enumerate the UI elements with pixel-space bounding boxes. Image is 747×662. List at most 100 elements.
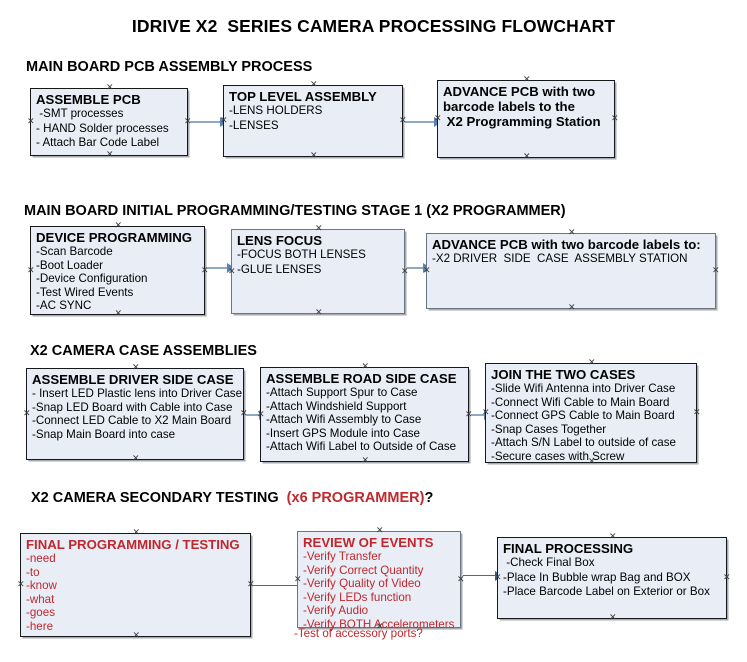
resize-handle-top[interactable] [568,230,575,237]
resize-handle-left[interactable] [482,410,489,417]
resize-handle-top[interactable] [133,530,140,537]
resize-handle-left[interactable] [17,582,24,589]
resize-handle-left[interactable] [294,577,301,584]
resize-handle-bottom[interactable] [588,459,595,466]
box-line: -goes [26,606,56,620]
section-heading-suffix: ? [424,490,434,506]
box-line: -Verify LEDs function [303,590,412,604]
resize-handle-left[interactable] [257,412,264,419]
resize-handle-left[interactable] [220,118,227,125]
resize-handle-top[interactable] [315,226,322,233]
box-line: - Insert LED Plastic lens into Driver Ca… [32,387,243,400]
resize-handle-bottom[interactable] [523,154,530,161]
box-line: -AC SYNC [36,299,92,313]
resize-handle-bottom[interactable] [315,310,322,317]
box-lens-focus[interactable]: LENS FOCUS -FOCUS BOTH LENSES -GLUE LENS… [231,229,405,314]
connector-final-programming-to-review [251,585,298,587]
box-assemble-driver-side-case[interactable]: ASSEMBLE DRIVER SIDE CASE - Insert LED P… [26,368,244,460]
box-line: -GLUE LENSES [237,262,322,276]
box-line: -Scan Barcode [36,245,113,258]
resize-handle-right[interactable] [693,410,700,417]
resize-handle-left[interactable] [23,411,30,418]
box-line: -Attach S/N Label to outside of case [491,436,676,450]
box-line: -FOCUS BOTH LENSES [237,248,366,261]
resize-handle-left[interactable] [27,119,34,126]
box-line: -Verify Transfer [303,550,382,563]
box-title: ASSEMBLE PCB [36,92,141,107]
resize-handle-top[interactable] [609,534,616,541]
box-line: -LENSES [229,118,279,132]
section-heading-secondary-testing: X2 CAMERA SECONDARY TESTING (x6 PROGRAMM… [31,490,433,506]
box-title: ASSEMBLE DRIVER SIDE CASE [32,372,234,387]
box-title: ASSEMBLE ROAD SIDE CASE [266,371,457,386]
section-heading-case-assemblies: X2 CAMERA CASE ASSEMBLIES [30,343,257,359]
box-final-processing[interactable]: FINAL PROCESSING -Check Final Box -Place… [497,537,727,619]
page-title: IDRIVE X2 SERIES CAMERA PROCESSING FLOWC… [131,16,616,36]
review-overflow-line: -Test of accessory ports? [294,627,423,640]
resize-handle-top[interactable] [588,360,595,367]
resize-handle-bottom[interactable] [310,153,317,160]
box-advance-pcb-programming-station[interactable]: ADVANCE PCB with two barcode labels to t… [437,80,615,158]
section-heading-initial-programming: MAIN BOARD INITIAL PROGRAMMING/TESTING S… [24,203,566,219]
section-heading-main-board-pcb: MAIN BOARD PCB ASSEMBLY PROCESS [26,59,313,75]
resize-handle-bottom[interactable] [115,311,122,318]
resize-handle-top[interactable] [115,223,122,230]
box-line: -Check Final Box [503,556,595,569]
resize-handle-right[interactable] [401,269,408,276]
box-line: -Attach Windshield Support [266,399,407,413]
box-title: JOIN THE TWO CASES [491,367,636,382]
box-line: -Attach Wifi Label to Outside of Case [266,440,457,454]
section-heading-text: X2 CAMERA SECONDARY TESTING [31,490,287,506]
resize-handle-top[interactable] [310,82,317,89]
box-line: -Slide Wifi Antenna into Driver Case [491,382,676,395]
resize-handle-top[interactable] [132,365,139,372]
connector-review-to-final-processing [463,570,503,581]
resize-handle-left[interactable] [423,268,430,275]
resize-handle-bottom[interactable] [568,305,575,312]
resize-handle-right[interactable] [611,116,618,123]
box-line: -Boot Loader [36,258,104,272]
box-line: -Snap Cases Together [491,422,607,436]
resize-handle-top[interactable] [106,85,113,92]
box-advance-pcb-driver-side[interactable]: ADVANCE PCB with two barcode labels to: … [426,233,716,309]
resize-handle-bottom[interactable] [609,615,616,622]
box-device-programming[interactable]: DEVICE PROGRAMMING -Scan Barcode -Boot L… [30,226,205,315]
resize-handle-left[interactable] [434,116,441,123]
resize-handle-bottom[interactable] [133,633,140,640]
box-line: -Connect LED Cable to X2 Main Board [32,414,232,428]
resize-handle-left[interactable] [27,268,34,275]
box-top-level-assembly[interactable]: TOP LEVEL ASSEMBLY -LENS HOLDERS -LENSES [223,85,403,157]
box-line: -Device Configuration [36,272,148,286]
box-line: -Snap Main Board into case [32,427,176,441]
box-line: -Secure cases with Screw [491,449,625,463]
box-title-line3: X2 Programming Station [443,114,601,129]
box-line: -know [26,579,57,593]
box-line: -what [26,592,55,606]
connector-lens-focus-to-advance-pcb-driver [407,263,431,273]
resize-handle-left[interactable] [494,575,501,582]
resize-handle-bottom[interactable] [106,152,113,159]
box-line: - HAND Solder processes [36,121,169,135]
resize-handle-top[interactable] [523,77,530,84]
box-title: FINAL PROGRAMMING / TESTING [26,537,240,552]
resize-handle-right[interactable] [457,577,464,584]
box-title: FINAL PROCESSING [503,541,634,556]
resize-handle-bottom[interactable] [132,456,139,463]
box-review-of-events[interactable]: REVIEW OF EVENTS -Verify Transfer -Verif… [294,528,464,631]
resize-handle-left[interactable] [228,269,235,276]
box-assemble-pcb[interactable]: ASSEMBLE PCB -SMT processes - HAND Solde… [30,88,188,156]
box-join-the-two-cases[interactable]: JOIN THE TWO CASES -Slide Wifi Antenna i… [485,363,697,463]
box-line: -Verify Correct Quantity [303,563,424,577]
box-line: - Attach Bar Code Label [36,136,160,150]
box-title: DEVICE PROGRAMMING [36,230,193,245]
resize-handle-bottom[interactable] [362,458,369,465]
resize-handle-right[interactable] [712,268,719,275]
box-final-programming-testing[interactable]: FINAL PROGRAMMING / TESTING -need -to -k… [20,533,251,637]
resize-handle-top[interactable] [362,364,369,371]
box-line: -Place In Bubble wrap Bag and BOX [503,570,691,584]
box-line: -Attach Support Spur to Case [266,386,418,399]
resize-handle-top[interactable] [376,528,383,535]
box-assemble-road-side-case[interactable]: ASSEMBLE ROAD SIDE CASE -Attach Support … [260,367,469,462]
resize-handle-right[interactable] [723,575,730,582]
